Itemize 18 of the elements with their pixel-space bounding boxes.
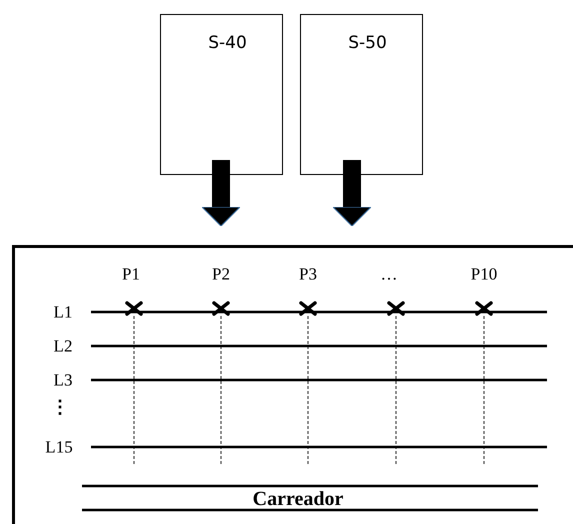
block-arrow xyxy=(332,160,372,227)
field-box xyxy=(12,245,573,524)
sample-box xyxy=(300,14,423,175)
column-label: P3 xyxy=(299,266,317,282)
box-label: S-50 xyxy=(347,32,388,55)
road-label: Carreador xyxy=(252,489,344,509)
row-label: L2 xyxy=(54,338,72,354)
block-arrow xyxy=(201,160,241,227)
row-label: L1 xyxy=(54,304,72,320)
column-label: P1 xyxy=(122,266,140,282)
column-label: P2 xyxy=(212,266,230,282)
row-label: L15 xyxy=(45,438,73,456)
box-label: S-40 xyxy=(207,32,248,55)
column-label: P10 xyxy=(470,266,498,282)
sample-box xyxy=(160,14,283,175)
ellipsis-label: ⋮ xyxy=(51,398,69,416)
row-label: L3 xyxy=(54,372,72,388)
column-label: … xyxy=(380,266,398,282)
